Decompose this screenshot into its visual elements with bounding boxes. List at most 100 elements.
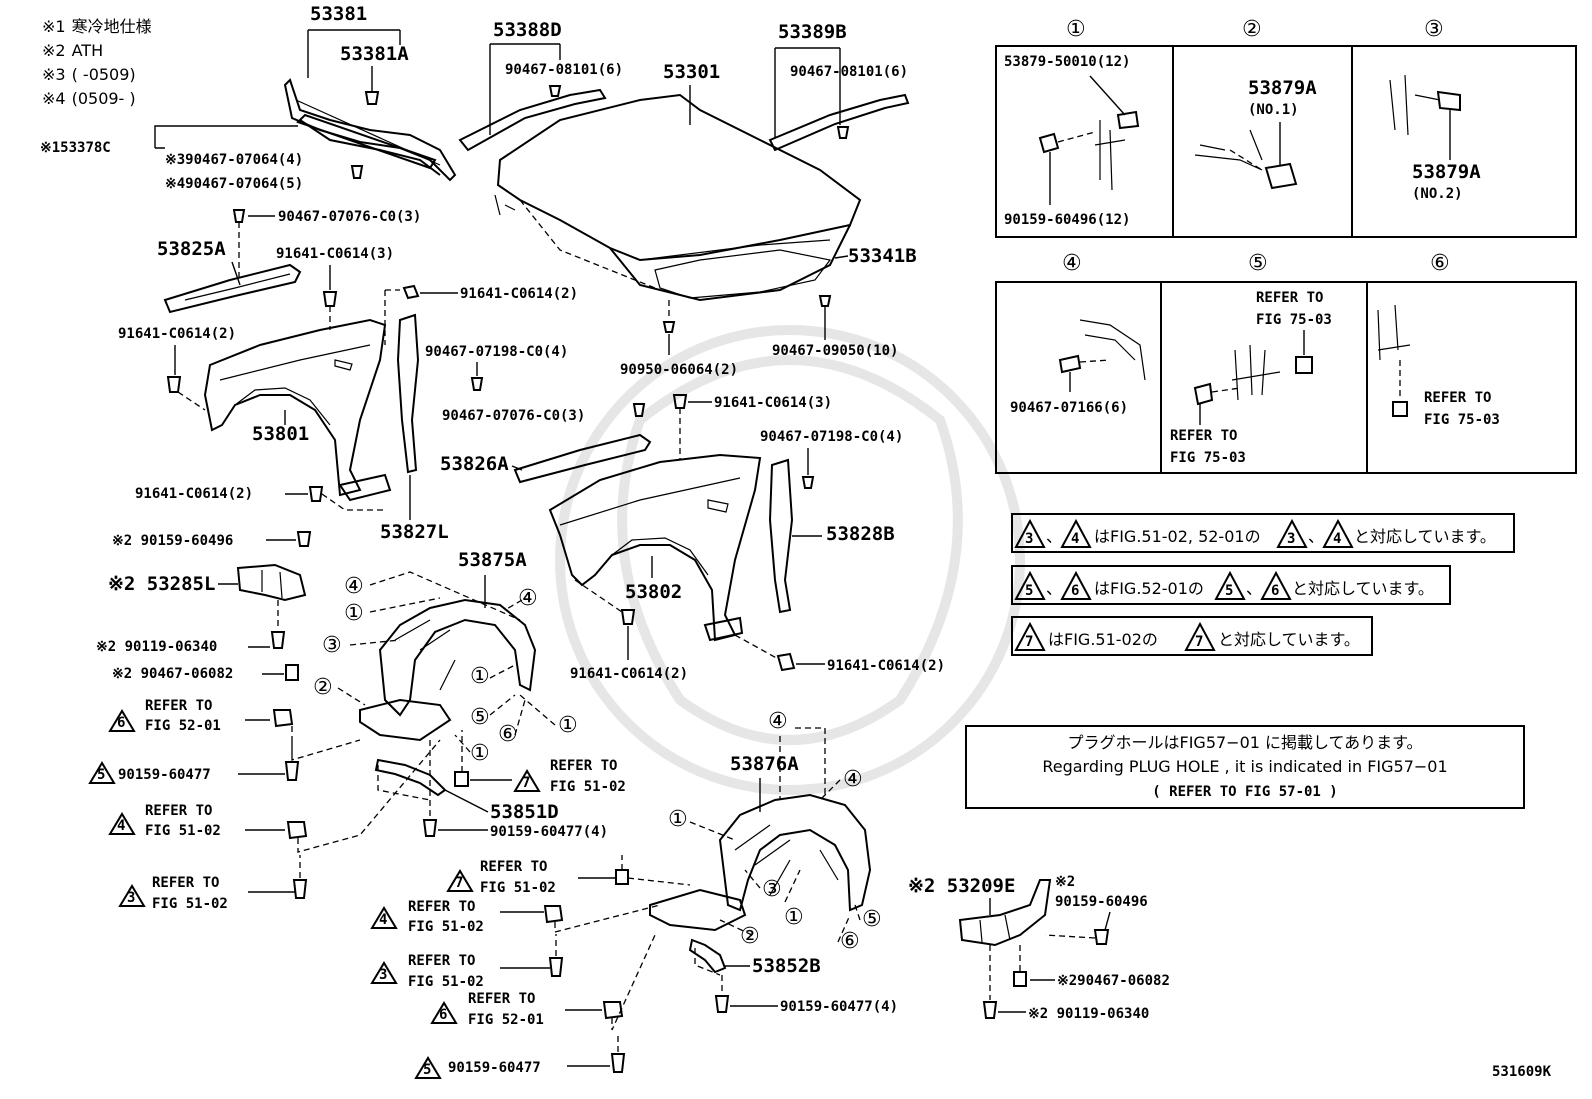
svg-text:5: 5 (1025, 583, 1033, 599)
label-m2-53209E: ※2 53209E (908, 875, 1015, 897)
label-91641-c0614-2-e: 91641-C0614(2) (827, 658, 945, 674)
svg-text:3: 3 (127, 890, 135, 906)
svg-text:5: 5 (97, 767, 105, 783)
hood-insulator-53341B (654, 249, 832, 299)
label-90467-08101-a: 90467-08101(6) (505, 62, 623, 78)
svg-text:7: 7 (522, 775, 530, 791)
svg-text:①: ① (470, 741, 490, 766)
label-53341B: 53341B (848, 245, 917, 267)
svg-text:※3( -0509): ※3( -0509) (42, 65, 136, 84)
svg-text:FIG 52-01: FIG 52-01 (468, 1012, 544, 1028)
svg-text:⑥: ⑥ (498, 722, 518, 747)
fender-53801 (203, 318, 392, 502)
figure-id: 531609K (1492, 1064, 1552, 1080)
label-m3-90467-07064: ※390467-07064(4) (165, 152, 303, 168)
svg-text:4: 4 (379, 912, 387, 928)
svg-text:(NO.1): (NO.1) (1248, 102, 1299, 118)
svg-text:4: 4 (1071, 531, 1079, 547)
label-53825A: 53825A (157, 238, 226, 260)
svg-text:90159-60477: 90159-60477 (448, 1060, 541, 1076)
svg-text:FIG 51-02: FIG 51-02 (145, 823, 221, 839)
svg-text:3: 3 (1287, 531, 1295, 547)
label-90467-07198-b: 90467-07198-C0(4) (760, 429, 903, 445)
svg-text:4: 4 (117, 818, 125, 834)
left-liner-callouts: ④ ① ③ ② ④ ① ⑤ ⑥ ① ① (313, 571, 578, 766)
svg-text:REFER TO: REFER TO (408, 953, 475, 969)
svg-text:③: ③ (1424, 17, 1444, 42)
svg-text:FIG 75-03: FIG 75-03 (1256, 312, 1332, 328)
refer-fig52-01-right-6: 6 REFER TO FIG 52-01 (430, 991, 624, 1028)
svg-text:6: 6 (1271, 583, 1279, 599)
label-90467-09050: 90467-09050(10) (772, 343, 898, 359)
svg-text:REFER TO: REFER TO (152, 875, 219, 891)
svg-text:④: ④ (1062, 251, 1082, 276)
svg-text:53879-50010(12): 53879-50010(12) (1004, 54, 1130, 70)
label-53381A: 53381A (340, 43, 409, 65)
svg-text:7: 7 (455, 875, 463, 891)
label-90159-60477-4-a: 90159-60477(4) (490, 824, 608, 840)
label-90159-60477-4-b: 90159-60477(4) (780, 999, 898, 1015)
svg-text:REFER TO: REFER TO (408, 899, 475, 915)
label-90467-08101-b: 90467-08101(6) (790, 64, 908, 80)
svg-text:90159-60477: 90159-60477 (118, 767, 211, 783)
svg-text:※4(0509- ): ※4(0509- ) (42, 89, 136, 108)
label-m2-90467-06082-right: ※290467-06082 (1057, 973, 1170, 989)
svg-text:FIG 51-02: FIG 51-02 (408, 919, 484, 935)
detail-box-row-1: ① ② ③ 53879-50010(12) 90159-60496(12) 53… (995, 17, 1577, 238)
svg-text:④: ④ (843, 767, 863, 792)
label-53828B: 53828B (826, 523, 895, 545)
svg-text:Regarding PLUG HOLE , it is i: Regarding PLUG HOLE , it is indicated in… (1042, 757, 1447, 776)
label-53875A: 53875A (458, 549, 527, 571)
tri-note-3: 7 はFIG.51-02の 7 と対応しています。 (1011, 616, 1373, 656)
svg-text:FIG 51-02: FIG 51-02 (480, 880, 556, 896)
seal-53828B (768, 458, 794, 614)
svg-text:REFER TO: REFER TO (1170, 428, 1237, 444)
label-91641-c0614-2-d: 91641-C0614(2) (570, 666, 688, 682)
label-m2-90159-60496: ※2 90159-60496 (112, 533, 233, 549)
svg-text:(NO.2): (NO.2) (1412, 186, 1463, 202)
svg-text:FIG 51-02: FIG 51-02 (550, 779, 626, 795)
svg-text:⑤: ⑤ (862, 907, 882, 932)
label-91641-c0614-2-a: 91641-C0614(2) (460, 286, 578, 302)
refer-fig52-01-left: 6 REFER TO FIG 52-01 (108, 698, 294, 734)
svg-text:④: ④ (768, 709, 788, 734)
svg-text:6: 6 (439, 1007, 447, 1023)
svg-text:と対応しています。: と対応しています。 (1292, 579, 1434, 598)
svg-text:FIG 75-03: FIG 75-03 (1424, 412, 1500, 428)
label-53802: 53802 (625, 581, 682, 603)
detail-box-row-2: ④ ⑤ ⑥ 90467-07166(6) REFER TO FIG 75-03 … (995, 251, 1577, 474)
svg-text:はFIG.51-02, 52-01の: はFIG.51-02, 52-01の (1094, 527, 1261, 546)
svg-text:REFER TO: REFER TO (145, 803, 212, 819)
label-m2-90467-06082: ※2 90467-06082 (112, 666, 233, 682)
svg-text:①: ① (784, 905, 804, 930)
svg-text:⑥: ⑥ (1430, 251, 1450, 276)
svg-text:⑥: ⑥ (840, 929, 860, 954)
svg-text:①: ① (1066, 17, 1086, 42)
label-53381: 53381 (310, 3, 367, 25)
label-53378C: ※153378C (40, 140, 111, 156)
svg-text:7: 7 (1195, 634, 1203, 650)
svg-text:、: 、 (1246, 579, 1262, 598)
svg-text:①: ① (344, 601, 364, 626)
label-53801: 53801 (252, 423, 309, 445)
svg-text:はFIG.52-01の: はFIG.52-01の (1094, 579, 1204, 598)
svg-text:⑤: ⑤ (470, 705, 490, 730)
svg-text:③: ③ (322, 633, 342, 658)
fender-53802 (548, 453, 762, 642)
svg-text:90159-60496(12): 90159-60496(12) (1004, 212, 1130, 228)
label-53301: 53301 (663, 61, 720, 83)
plug-hole-note: プラグホールはFIG57−01 に掲載してあります。 Regarding PLU… (965, 725, 1525, 809)
label-53852B: 53852B (752, 955, 821, 977)
svg-text:5: 5 (423, 1062, 431, 1078)
shield-53851D (374, 758, 447, 797)
svg-text:②: ② (740, 924, 760, 949)
svg-text:プラグホールはFIG57−01 に掲載してあります。: プラグホールはFIG57−01 に掲載してあります。 (1068, 733, 1423, 752)
svg-text:3: 3 (1025, 531, 1033, 547)
svg-text:FIG 51-02: FIG 51-02 (152, 896, 228, 912)
svg-text:はFIG.51-02の: はFIG.51-02の (1048, 630, 1158, 649)
svg-text:③: ③ (762, 877, 782, 902)
tri-note-2: 5 、 6 はFIG.52-01の 5 、 6 と対応しています。 (1011, 565, 1451, 605)
svg-text:と対応しています。: と対応しています。 (1354, 527, 1496, 546)
